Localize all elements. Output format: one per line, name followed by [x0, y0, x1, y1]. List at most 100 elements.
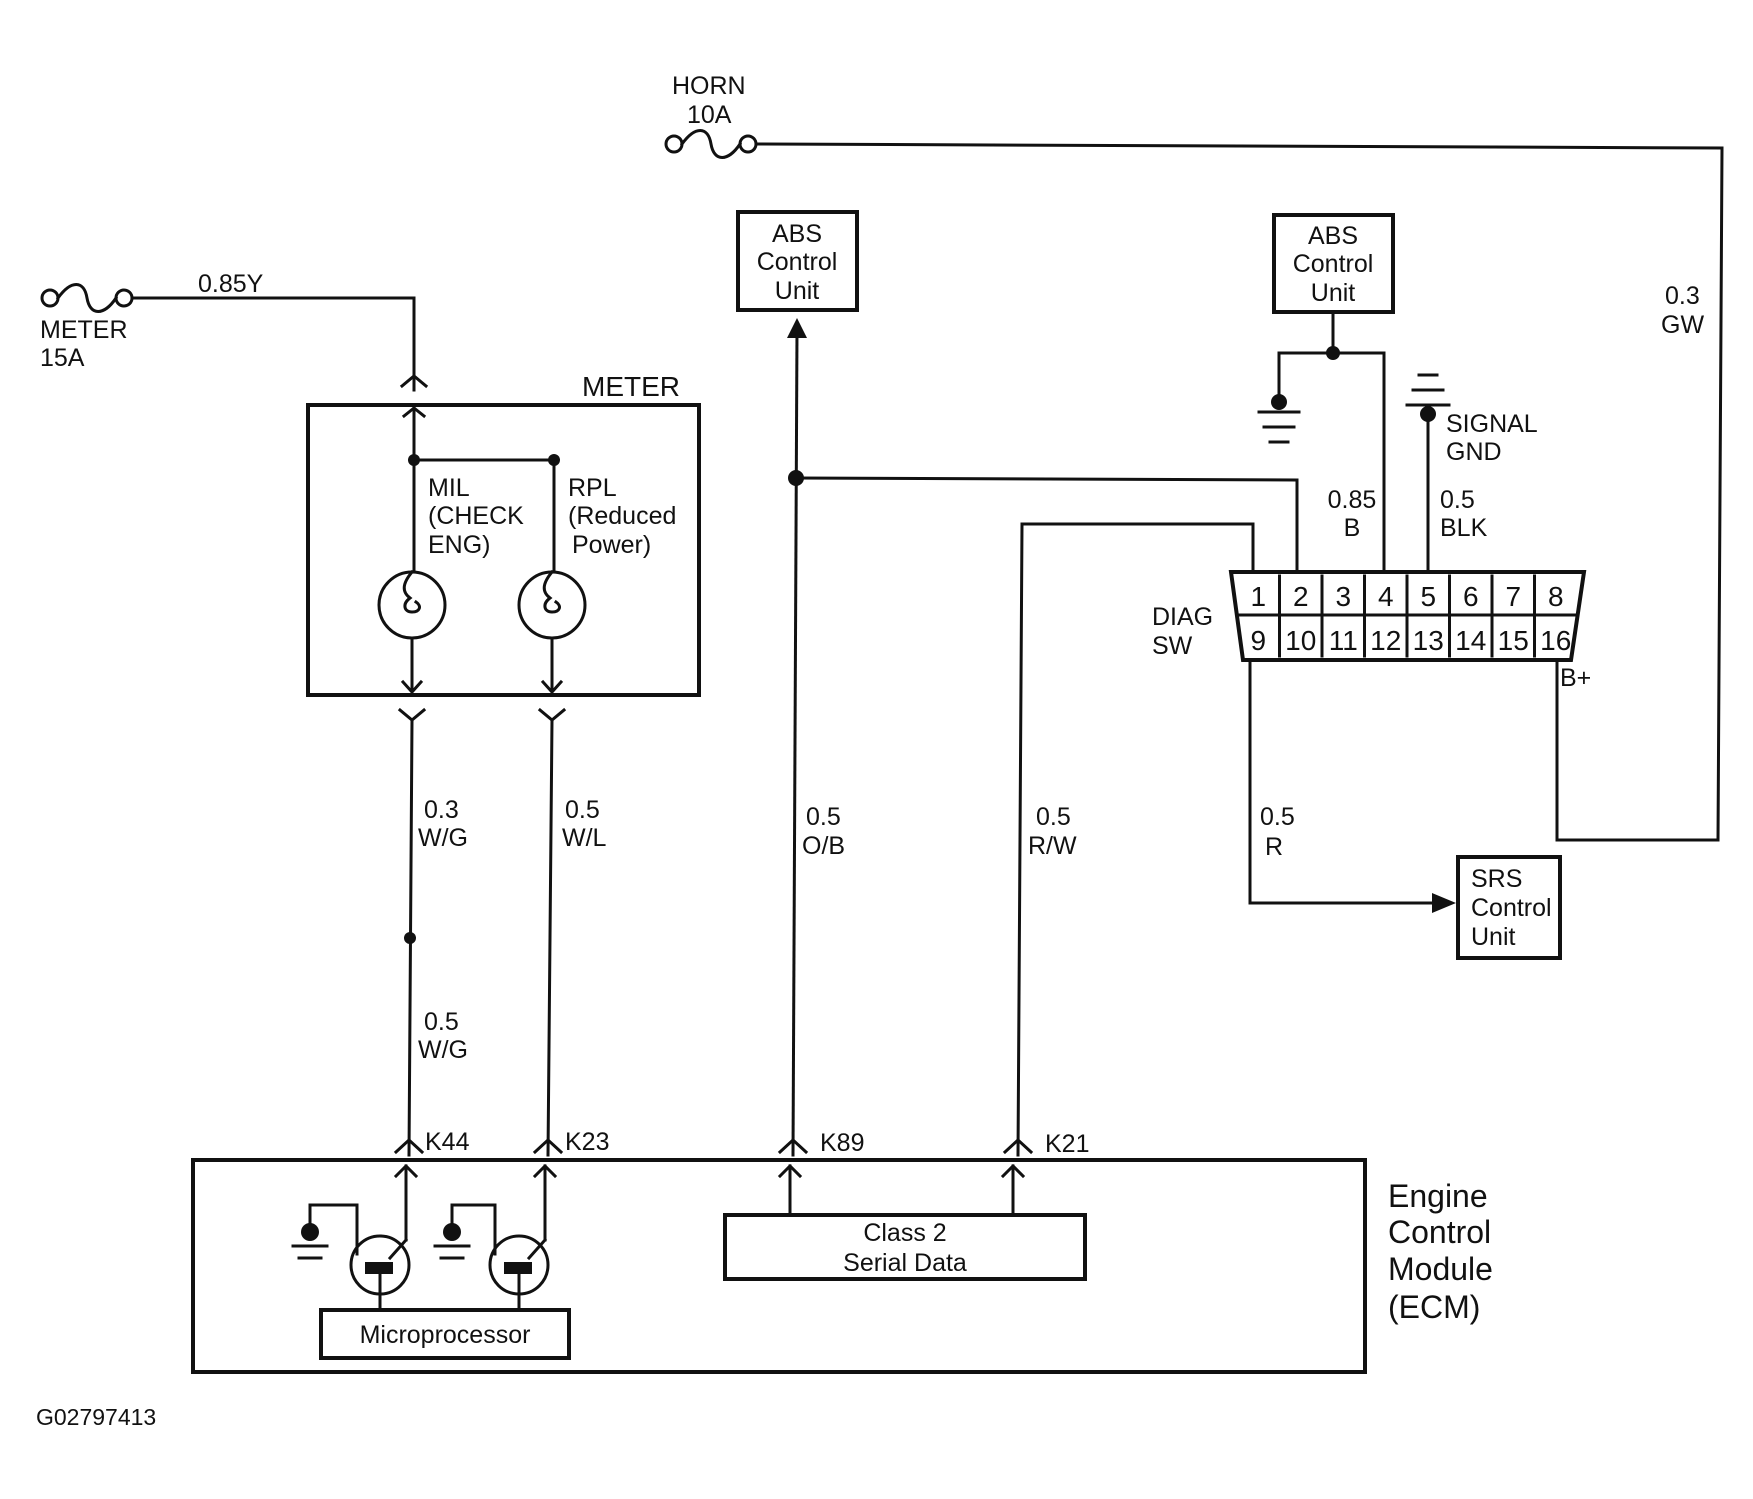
- terminal-k21: K21: [1045, 1130, 1089, 1158]
- signal-gnd-line2: GND: [1446, 438, 1502, 466]
- ecm-label-line4: (ECM): [1388, 1289, 1480, 1325]
- figure-id: G02797413: [36, 1404, 156, 1430]
- srs-box: [1456, 855, 1562, 960]
- diag-label-line1: DIAG: [1152, 603, 1213, 631]
- mil-label-line3: ENG): [428, 531, 491, 559]
- abs-data-gauge: 0.5: [806, 803, 841, 831]
- k23-connector: [532, 1137, 564, 1155]
- meter-splice-dot: [548, 454, 560, 466]
- diag-pin-13: 13: [1413, 625, 1444, 656]
- meter-input-connector: [399, 374, 429, 389]
- diag-pin-11: 11: [1329, 625, 1358, 656]
- diag-pin-3: 3: [1335, 581, 1351, 612]
- horn-fuse: [664, 129, 758, 159]
- rpl-wire: [546, 718, 554, 1157]
- diag-pin-dividers: [1278, 574, 1536, 658]
- transistor-icon: [308, 1203, 411, 1312]
- ecm-label-line1: Engine: [1388, 1178, 1488, 1214]
- ecm-box: [191, 1158, 1367, 1374]
- rpl-wire-color: W/L: [562, 824, 607, 852]
- abs-right-line3: Unit: [1311, 279, 1356, 307]
- abs-left-line2: Control: [757, 248, 838, 276]
- abs-right-line2: Control: [1293, 250, 1374, 278]
- signal-gnd-color: BLK: [1440, 514, 1488, 542]
- meter-fuse-name: METER: [40, 316, 128, 344]
- transistor-icon: [450, 1203, 550, 1312]
- meter-module-title: METER: [582, 371, 680, 402]
- terminal-k89: K89: [820, 1129, 864, 1157]
- horn-wire-gauge: 0.3: [1665, 282, 1700, 310]
- class2-line1: Class 2: [863, 1219, 946, 1247]
- mil-label-line1: MIL: [428, 474, 470, 502]
- class2-line2: Serial Data: [843, 1249, 967, 1277]
- abs-right-wire-gauge: 0.85: [1328, 486, 1377, 514]
- diag-pin-7: 7: [1505, 581, 1521, 612]
- diag-pin-10: 10: [1285, 625, 1316, 656]
- mil-lower-gauge: 0.5: [424, 1008, 459, 1036]
- rpl-wire-gauge: 0.5: [565, 796, 600, 824]
- mil-label-line2: (CHECK: [428, 502, 524, 530]
- diag-pin-16: 16: [1540, 625, 1571, 656]
- mil-lamp-icon: [377, 569, 447, 695]
- horn-wire-color: GW: [1661, 311, 1704, 339]
- abs-to-diag-pin2-wire: [794, 476, 1299, 574]
- meter-feed-wire: [130, 296, 416, 392]
- abs-right-line1: ABS: [1308, 222, 1358, 250]
- abs-left-box: [736, 210, 859, 312]
- mil-lower-color: W/G: [418, 1036, 468, 1064]
- diag-pin-5: 5: [1420, 581, 1436, 612]
- k21-wire: [1016, 522, 1255, 1157]
- abs-data-wire: [791, 328, 799, 1157]
- abs-data-color: O/B: [802, 832, 845, 860]
- k44-connector: [393, 1137, 425, 1155]
- diag-pin-14: 14: [1455, 625, 1486, 656]
- abs-left-line1: ABS: [772, 220, 822, 248]
- srs-wire-gauge: 0.5: [1260, 803, 1295, 831]
- diag-pin-1: 1: [1250, 581, 1266, 612]
- meter-splice-dot: [408, 454, 420, 466]
- microprocessor-label: Microprocessor: [360, 1321, 531, 1349]
- diag-pin-8: 8: [1548, 581, 1564, 612]
- signal-ground-icon: [1405, 373, 1451, 422]
- signal-gnd-line1: SIGNAL: [1446, 410, 1538, 438]
- diag-pin-12: 12: [1370, 625, 1401, 656]
- k89-connector: [777, 1137, 809, 1155]
- abs-left-arrow: [787, 318, 807, 338]
- k21-wire-color: R/W: [1028, 832, 1077, 860]
- ecm-label-line2: Control: [1388, 1214, 1491, 1250]
- diag-pin-2: 2: [1293, 581, 1309, 612]
- signal-gnd-gauge: 0.5: [1440, 486, 1475, 514]
- meter-feed-label: 0.85Y: [198, 270, 264, 298]
- mil-upper-color: W/G: [418, 824, 468, 852]
- diag-pin-6: 6: [1463, 581, 1479, 612]
- horn-fuse-rating: 10A: [687, 101, 732, 129]
- ground-icon: [291, 1223, 329, 1260]
- terminal-k44: K44: [425, 1128, 470, 1156]
- meter-fuse-rating: 15A: [40, 344, 85, 372]
- abs-right-to-pin4-wire: [1277, 351, 1386, 574]
- srs-arrow: [1432, 893, 1456, 913]
- ground-icon: [1257, 394, 1301, 444]
- srs-line1: SRS: [1471, 865, 1522, 893]
- rpl-label-line2: (Reduced: [568, 502, 676, 530]
- srs-line3: Unit: [1471, 923, 1516, 951]
- mil-upper-gauge: 0.3: [424, 796, 459, 824]
- horn-feed-wire: [754, 142, 1724, 842]
- rpl-label-line3: Power): [572, 531, 651, 559]
- abs-right-wire-color: B: [1344, 514, 1361, 542]
- diag-pin-9: 9: [1250, 625, 1266, 656]
- abs-left-line3: Unit: [775, 277, 820, 305]
- meter-module-box: [306, 403, 701, 697]
- microprocessor-box: [319, 1308, 571, 1360]
- srs-wire: [1248, 658, 1442, 905]
- srs-wire-color: R: [1265, 833, 1283, 861]
- ground-icon: [433, 1223, 471, 1260]
- horn-fuse-name: HORN: [672, 72, 746, 100]
- ecm-label-line3: Module: [1388, 1251, 1493, 1287]
- rpl-lamp-icon: [517, 569, 587, 695]
- terminal-k23: K23: [565, 1128, 609, 1156]
